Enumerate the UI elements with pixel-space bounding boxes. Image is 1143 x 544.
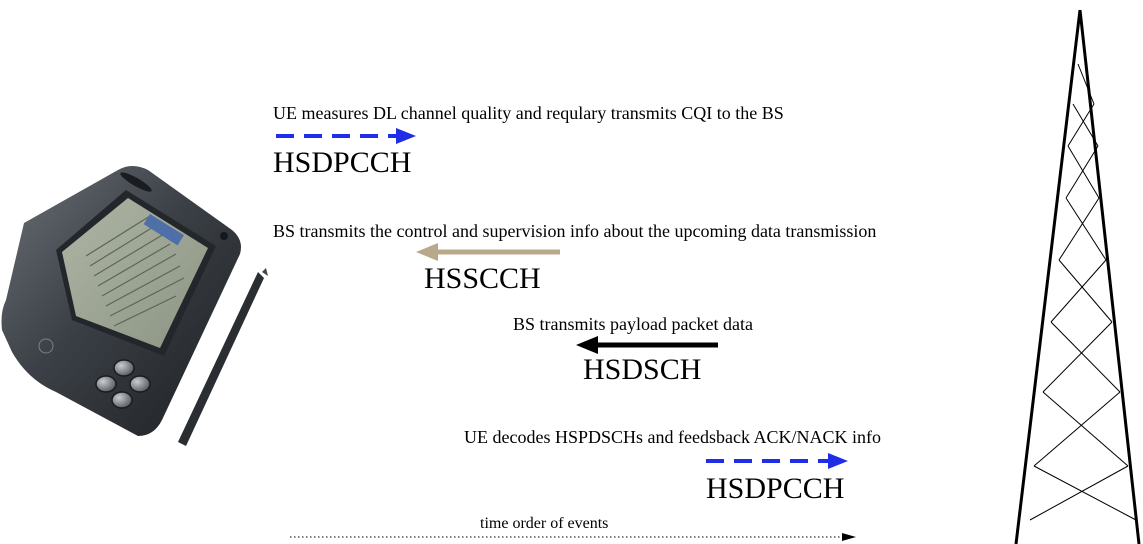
hsscch-arrow: [416, 243, 560, 261]
stylus: [178, 272, 264, 446]
pda-handheld-icon: [1, 166, 268, 446]
hsdpcch-arrow-1: [276, 128, 416, 144]
event-1-description: UE measures DL channel quality and requl…: [273, 103, 784, 123]
hsdsch-arrow: [576, 336, 718, 354]
event-3-description: BS transmits payload packet data: [513, 314, 753, 334]
pda-buttons: [95, 359, 151, 409]
event-4-description: UE decodes HSPDSCHs and feedsback ACK/NA…: [464, 427, 881, 447]
event-4-channel-label: HSDPCCH: [706, 472, 845, 505]
event-2-description: BS transmits the control and supervision…: [273, 221, 877, 241]
timeline-arrow: [290, 533, 856, 541]
event-2-channel-label: HSSCCH: [424, 262, 541, 295]
event-3-channel-label: HSDSCH: [583, 353, 702, 386]
event-1-channel-label: HSDPCCH: [273, 146, 412, 179]
timeline-label: time order of events: [480, 515, 609, 532]
hsdpcch-arrow-2: [706, 453, 848, 469]
